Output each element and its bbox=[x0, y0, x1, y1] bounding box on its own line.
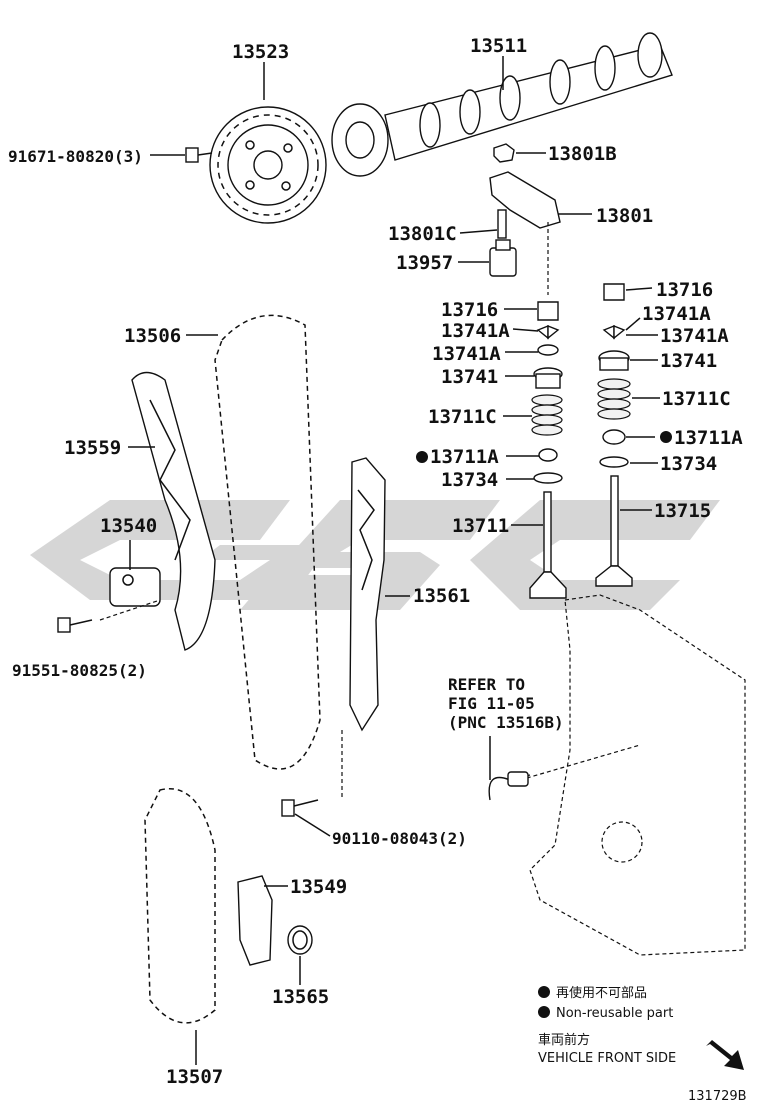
label-13716-left: 13716 bbox=[441, 299, 498, 321]
label-13523: 13523 bbox=[232, 41, 289, 63]
hose-13516b bbox=[488, 771, 531, 801]
oil-pump-chain-13507 bbox=[144, 788, 216, 1024]
label-13549: 13549 bbox=[290, 876, 347, 898]
label-13559: 13559 bbox=[64, 437, 121, 459]
valve-nut-13801b bbox=[493, 143, 515, 163]
camshaft-13511 bbox=[331, 32, 673, 177]
label-13741a-right-1: 13741A bbox=[642, 303, 711, 325]
legend-jp: 再使用不可部品 bbox=[556, 985, 647, 1001]
chain-tensioner-13549 bbox=[237, 875, 273, 966]
valve-stack-right bbox=[595, 283, 633, 587]
valve-stack-left bbox=[529, 301, 567, 599]
label-13741a-right-2: 13741A bbox=[660, 325, 729, 347]
non-reusable-dot-left bbox=[416, 451, 428, 463]
leader-lines bbox=[128, 56, 660, 1065]
timing-chain-13506 bbox=[214, 314, 321, 770]
legend-en: Non-reusable part bbox=[556, 1006, 673, 1021]
label-13734-left: 13734 bbox=[441, 469, 498, 491]
rocker-arm-13801 bbox=[489, 171, 561, 229]
chain-guide-13559 bbox=[131, 371, 216, 651]
label-13711c-right: 13711C bbox=[662, 388, 731, 410]
engine-block-outline bbox=[519, 594, 746, 956]
label-13711a-left: 13711A bbox=[430, 446, 499, 468]
label-91551: 91551-80825(2) bbox=[12, 661, 147, 680]
label-13715: 13715 bbox=[654, 500, 711, 522]
bolt-91671 bbox=[185, 147, 213, 163]
direction-jp: 車両前方 bbox=[538, 1032, 590, 1048]
label-13801b: 13801B bbox=[548, 143, 617, 165]
label-13711c-left: 13711C bbox=[428, 406, 497, 428]
label-13711: 13711 bbox=[452, 515, 509, 537]
refer-note: REFER TO FIG 11-05 (PNC 13516B) bbox=[448, 675, 564, 732]
label-13711a-right: 13711A bbox=[674, 427, 743, 449]
direction-en: VEHICLE FRONT SIDE bbox=[538, 1051, 676, 1066]
label-91671: 91671-80820(3) bbox=[8, 147, 143, 166]
label-13561: 13561 bbox=[413, 585, 470, 607]
lash-adjuster-13957 bbox=[489, 239, 517, 277]
label-13741-left: 13741 bbox=[441, 366, 498, 388]
label-13741-right: 13741 bbox=[660, 350, 717, 372]
chain-tensioner-13540 bbox=[99, 567, 161, 621]
refer-line-1: REFER TO bbox=[448, 675, 525, 694]
label-13511: 13511 bbox=[470, 35, 527, 57]
label-13734-right: 13734 bbox=[660, 453, 717, 475]
legend-dot-en bbox=[538, 1006, 550, 1018]
front-arrow-icon bbox=[706, 1040, 744, 1070]
label-13540: 13540 bbox=[100, 515, 157, 537]
label-13957: 13957 bbox=[396, 252, 453, 274]
bolt-90110 bbox=[281, 799, 319, 817]
label-13506: 13506 bbox=[124, 325, 181, 347]
part-labels: 13523 13511 91671-80820(3) 13801B 13801 … bbox=[8, 35, 743, 1088]
screw-13801c bbox=[497, 209, 507, 239]
label-13801c: 13801C bbox=[388, 223, 457, 245]
label-13741a-left-2: 13741A bbox=[432, 343, 501, 365]
label-13565: 13565 bbox=[272, 986, 329, 1008]
label-13801: 13801 bbox=[596, 205, 653, 227]
label-13716-right: 13716 bbox=[656, 279, 713, 301]
legend-dot-jp bbox=[538, 986, 550, 998]
watermark-logo bbox=[30, 500, 720, 610]
refer-line-2: FIG 11-05 bbox=[448, 694, 535, 713]
label-13741a-left-1: 13741A bbox=[441, 320, 510, 342]
refer-line-3: (PNC 13516B) bbox=[448, 713, 564, 732]
label-90110: 90110-08043(2) bbox=[332, 829, 467, 848]
legend: 再使用不可部品 Non-reusable part 車両前方 VEHICLE F… bbox=[538, 985, 676, 1066]
spring-13565 bbox=[287, 925, 313, 955]
figure-id: 131729B bbox=[688, 1089, 747, 1104]
chain-slipper-13561 bbox=[349, 457, 386, 732]
camshaft-sprocket-13523 bbox=[209, 106, 327, 224]
non-reusable-dot-right bbox=[660, 431, 672, 443]
label-13507: 13507 bbox=[166, 1066, 223, 1088]
bolt-91551 bbox=[57, 617, 93, 633]
